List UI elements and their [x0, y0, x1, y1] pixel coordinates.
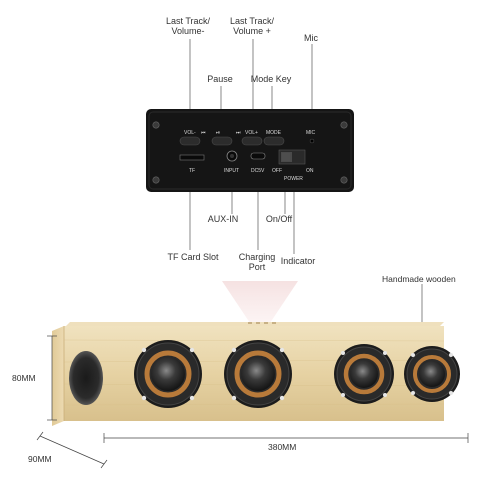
- panel-label-off: OFF: [272, 168, 282, 174]
- panel-label-mic: MIC: [306, 130, 316, 136]
- callout-aux-in: AUX-IN: [207, 214, 239, 224]
- panel-label-tf: TF: [189, 168, 195, 174]
- pause-button: [211, 136, 233, 146]
- dimension-lines: [36, 335, 469, 469]
- callout-last-track-volume-plus: Last Track/Volume +: [229, 16, 275, 36]
- callout-mode-key: Mode Key: [250, 74, 292, 84]
- panel-label-vol-plus: VOL+: [245, 130, 258, 136]
- panel-label-dc5v: DC5V: [251, 168, 265, 174]
- callout-handmade-wooden: Handmade wooden: [382, 274, 456, 284]
- tf-card-slot: [179, 154, 205, 161]
- mic-hole: [309, 138, 315, 144]
- callout-indicator: Indicator: [280, 256, 316, 266]
- vol-minus-button: [179, 136, 201, 146]
- control-panel: VOL- ⏮ ⏯ ⏭ VOL+ MODE MIC TF INPUT DC5V O…: [146, 109, 354, 192]
- svg-text:⏮: ⏮: [201, 130, 206, 136]
- mode-button: [263, 136, 285, 146]
- callout-mic: Mic: [304, 33, 318, 43]
- zoom-beam: [222, 281, 298, 326]
- dimension-width: 380MM: [268, 442, 296, 452]
- panel-label-power: POWER: [284, 176, 303, 182]
- dimension-height: 80MM: [12, 373, 36, 383]
- panel-label-on: ON: [306, 168, 314, 174]
- panel-label-input: INPUT: [224, 168, 239, 174]
- speaker-driver-2: [224, 340, 292, 408]
- callout-tf-card-slot: TF Card Slot: [167, 252, 219, 262]
- dimension-depth: 90MM: [28, 454, 52, 464]
- speaker-driver-3: [334, 344, 394, 404]
- panel-label-vol-minus: VOL-: [184, 130, 196, 136]
- speaker-driver-1: [134, 340, 202, 408]
- speaker-driver-4: [404, 346, 460, 402]
- callout-on-off: On/Off: [265, 214, 293, 224]
- panel-label-mode: MODE: [266, 130, 282, 136]
- vol-plus-button: [241, 136, 263, 146]
- dc5v-port: [250, 152, 266, 160]
- callout-last-track-volume-minus: Last Track/Volume-: [165, 16, 211, 36]
- svg-text:⏯: ⏯: [216, 130, 220, 136]
- svg-text:⏭: ⏭: [236, 130, 241, 136]
- panel-screws: [152, 121, 348, 184]
- bass-port: [69, 351, 103, 405]
- callout-pause: Pause: [207, 74, 233, 84]
